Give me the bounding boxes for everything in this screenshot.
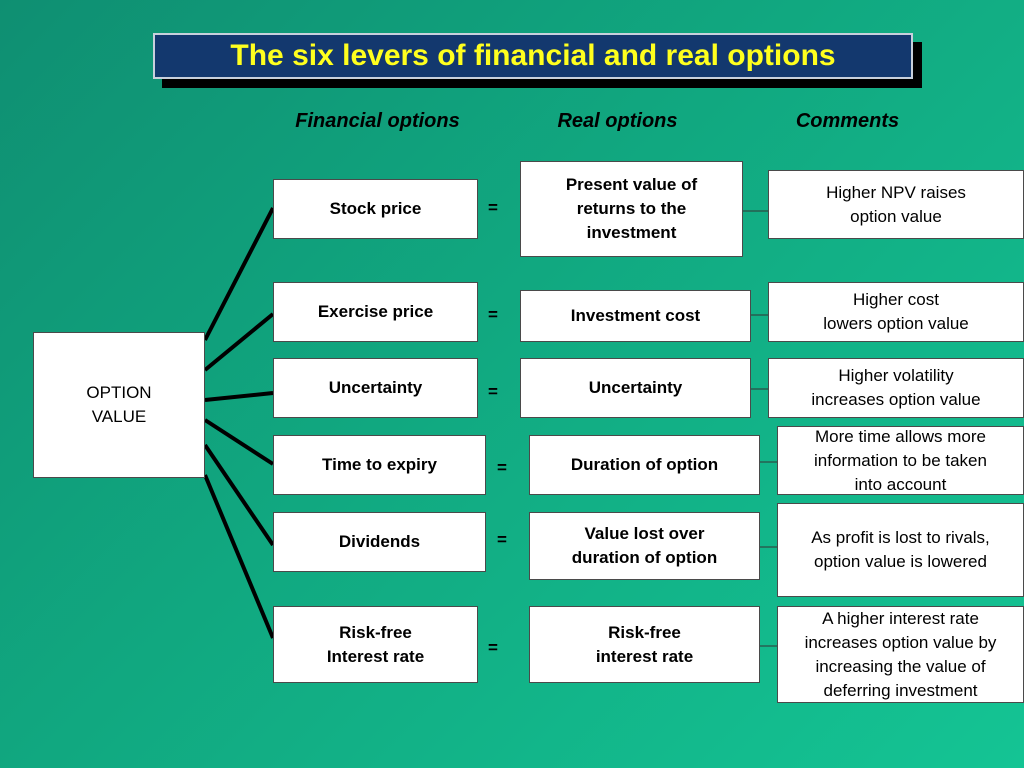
header-real-options: Real options: [557, 110, 678, 132]
real-value-lost: Value lost over duration of option: [529, 512, 760, 580]
equals-sign-5: =: [497, 530, 507, 549]
connector-exercise-price: [203, 312, 275, 372]
header-comments: Comments: [795, 110, 900, 132]
equals-sign-4: =: [497, 458, 507, 477]
financial-dividends: Dividends: [273, 512, 486, 572]
real-risk-free-rate: Risk-free interest rate: [529, 606, 760, 683]
header-financial-options: Financial options: [295, 110, 460, 132]
connector-time-to-expiry: [203, 418, 275, 466]
real-present-value: Present value of returns to the investme…: [520, 161, 743, 257]
comment-profit-lost: As profit is lost to rivals, option valu…: [777, 503, 1024, 597]
comment-more-time: More time allows more information to be …: [777, 426, 1024, 495]
real-duration-of-option: Duration of option: [529, 435, 760, 495]
equals-sign-2: =: [488, 305, 498, 324]
real-investment-cost: Investment cost: [520, 290, 751, 342]
comment-interest-rate: A higher interest rate increases option …: [777, 606, 1024, 703]
comment-higher-npv: Higher NPV raises option value: [768, 170, 1024, 239]
slide-title: The six levers of financial and real opt…: [153, 33, 913, 79]
connector-stock-price: [203, 207, 275, 341]
equals-sign-6: =: [488, 638, 498, 657]
equals-sign-1: =: [488, 198, 498, 217]
comment-higher-cost: Higher cost lowers option value: [768, 282, 1024, 342]
financial-exercise-price: Exercise price: [273, 282, 478, 342]
financial-time-to-expiry: Time to expiry: [273, 435, 486, 495]
connector-risk-free: [203, 474, 275, 639]
financial-risk-free-rate: Risk-free Interest rate: [273, 606, 478, 683]
financial-uncertainty: Uncertainty: [273, 358, 478, 418]
real-uncertainty: Uncertainty: [520, 358, 751, 418]
option-value-box: OPTION VALUE: [33, 332, 205, 478]
connector-dividends: [203, 443, 275, 547]
connector-uncertainty: [204, 391, 274, 402]
financial-stock-price: Stock price: [273, 179, 478, 239]
equals-sign-3: =: [488, 382, 498, 401]
comment-higher-volatility: Higher volatility increases option value: [768, 358, 1024, 418]
